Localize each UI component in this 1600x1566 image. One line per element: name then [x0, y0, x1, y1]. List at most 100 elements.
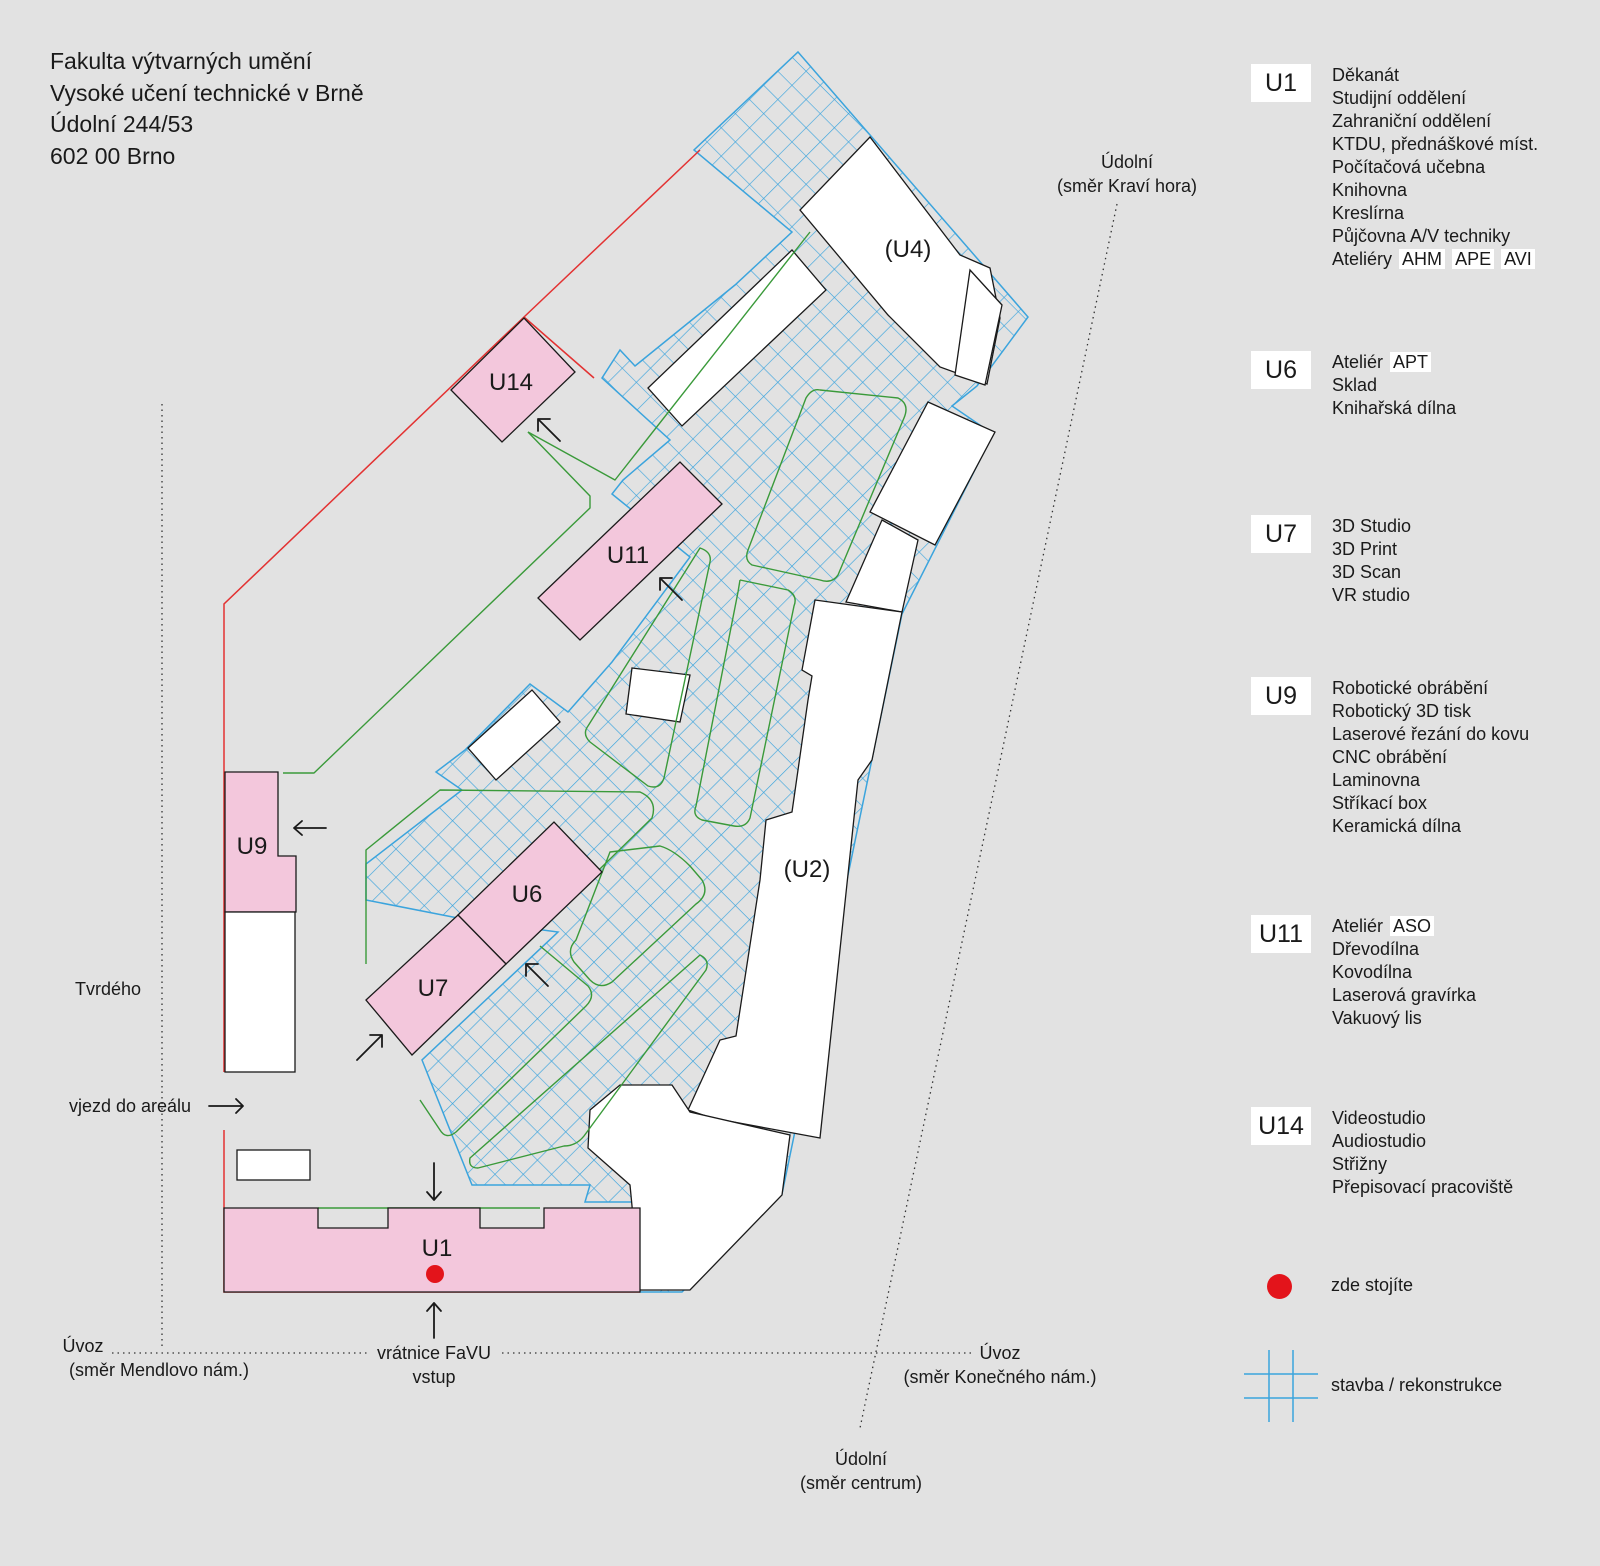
legend-item: Knihařská dílna — [1332, 398, 1457, 418]
legend-item: Laserová gravírka — [1332, 985, 1477, 1005]
arrow-icon — [659, 577, 683, 601]
legend-item: VR studio — [1332, 585, 1411, 605]
legend-item: Kreslírna — [1332, 203, 1405, 223]
legend-item: Přepisovací pracoviště — [1332, 1177, 1514, 1197]
entrance-arrows — [208, 418, 683, 1339]
site-boundary — [523, 316, 595, 379]
legend-code: U7 — [1251, 515, 1311, 553]
legend-item: Dřevodílna — [1332, 939, 1420, 959]
legend-item: KTDU, přednáškové míst. — [1332, 134, 1539, 154]
u2-building — [687, 599, 903, 1139]
path-line — [283, 431, 591, 774]
label-u2: (U2) — [784, 856, 831, 883]
legend-item: Robotický 3D tisk — [1332, 701, 1472, 721]
you-are-here-legend-icon — [1267, 1274, 1292, 1299]
legend-items: Videostudio Audiostudio Střižny Přepisov… — [1332, 1107, 1513, 1199]
legend-items: 3D Studio 3D Print 3D Scan VR studio — [1332, 515, 1411, 607]
legend-item: Počítačová učebna — [1332, 157, 1486, 177]
path-line — [527, 231, 811, 481]
faculty-buildings — [223, 317, 723, 1293]
legend-item: Ateliér APT — [1332, 351, 1456, 374]
address-line: Údolní 244/53 — [50, 111, 194, 137]
street-label-uvoz-west: Úvoz — [62, 1335, 103, 1356]
legend-item-text: Ateliér — [1332, 916, 1384, 936]
path-line — [569, 845, 706, 987]
studio-chip: APE — [1452, 249, 1495, 269]
path-line — [419, 945, 593, 1137]
path-line — [468, 954, 708, 1169]
path-line — [694, 579, 796, 828]
building-u14 — [450, 317, 576, 443]
legend-item: 3D Studio — [1332, 516, 1412, 536]
building-outline — [625, 667, 691, 723]
label-u1: U1 — [422, 1235, 453, 1262]
arrow-icon — [537, 418, 561, 442]
legend-item: Laserové řezání do kovu — [1332, 724, 1530, 744]
legend-item: Stříkací box — [1332, 793, 1428, 813]
legend-code: U9 — [1251, 677, 1311, 715]
building-outline — [224, 911, 296, 1073]
street-label-uvoz-west-direction: (směr Mendlovo nám.) — [69, 1360, 249, 1380]
legend-item: 3D Scan — [1332, 562, 1402, 582]
site-boundary — [223, 149, 701, 1072]
studio-chip: AHM — [1399, 249, 1446, 269]
legend-item: Půjčovna A/V techniky — [1332, 226, 1511, 246]
legend-items: Ateliér ASO Dřevodílna Kovodílna Laserov… — [1332, 915, 1476, 1030]
address-line: Fakulta výtvarných umění — [50, 48, 313, 74]
street-lines — [112, 203, 1118, 1429]
legend-item-text: Ateliér — [1332, 352, 1384, 372]
faculty-address: Fakulta výtvarných umění Vysoké učení te… — [50, 46, 364, 172]
label-u7: U7 — [418, 975, 449, 1002]
u4-building — [954, 268, 1003, 386]
address-line: Vysoké učení technické v Brně — [50, 79, 364, 106]
legend-code: U6 — [1251, 351, 1311, 389]
you-are-here-legend-label: zde stojíte — [1331, 1275, 1414, 1295]
entry-label: vjezd do areálu — [69, 1096, 191, 1116]
legend-item: Střižny — [1332, 1154, 1388, 1174]
label-u9: U9 — [237, 833, 268, 860]
legend-code: U11 — [1251, 915, 1311, 953]
arrow-icon — [426, 1302, 442, 1339]
you-are-here-marker — [426, 1265, 444, 1283]
building-u1 — [223, 1207, 641, 1293]
street-label-uvoz-east: Úvoz — [979, 1342, 1020, 1363]
label-u4: (U4) — [885, 236, 932, 263]
legend-item-text: Ateliéry — [1332, 249, 1393, 269]
street-label-udolni-north: Údolní — [1101, 151, 1153, 172]
arrow-icon — [208, 1098, 244, 1114]
legend-item: Zahraniční oddělení — [1332, 111, 1492, 131]
entrance-label: vstup — [412, 1367, 455, 1387]
legend-items: Děkanát Studijní oddělení Zahraniční odd… — [1332, 64, 1538, 271]
arrow-icon — [293, 820, 327, 836]
legend-item: Laminovna — [1332, 770, 1421, 790]
u4-building — [799, 136, 1001, 385]
arrow-icon — [356, 1034, 383, 1061]
building-u7 — [365, 914, 507, 1056]
path-line — [745, 388, 907, 582]
legend-item: Ateliéry AHM APE AVI — [1332, 248, 1538, 271]
path-line — [584, 547, 711, 788]
legend-item: Sklad — [1332, 375, 1378, 395]
street-label-udolni-north-direction: (směr Kraví hora) — [1057, 176, 1197, 196]
building-outline — [869, 401, 996, 546]
street-label-uvoz-east-direction: (směr Konečného nám.) — [903, 1367, 1096, 1387]
walking-paths — [283, 231, 907, 1209]
legend-item: Robotické obrábění — [1332, 678, 1489, 698]
studio-chip: APT — [1390, 352, 1432, 372]
gatehouse-label: vrátnice FaVU — [377, 1343, 491, 1363]
legend-items: Ateliér APT Sklad Knihařská dílna — [1332, 351, 1456, 420]
arrow-icon — [426, 1162, 442, 1201]
legend-item: Děkanát — [1332, 65, 1400, 85]
legend-item: Studijní oddělení — [1332, 88, 1467, 108]
legend-code: U1 — [1251, 64, 1311, 102]
label-u6: U6 — [512, 881, 543, 908]
label-u14: U14 — [489, 369, 533, 396]
legend-item: CNC obrábění — [1332, 747, 1448, 767]
legend-item: Keramická dílna — [1332, 816, 1462, 836]
legend-item: Knihovna — [1332, 180, 1408, 200]
label-u11: U11 — [607, 542, 649, 569]
legend-code: U14 — [1251, 1107, 1311, 1145]
building-outline — [236, 1149, 311, 1181]
street-label-udolni-south-direction: (směr centrum) — [800, 1473, 922, 1493]
